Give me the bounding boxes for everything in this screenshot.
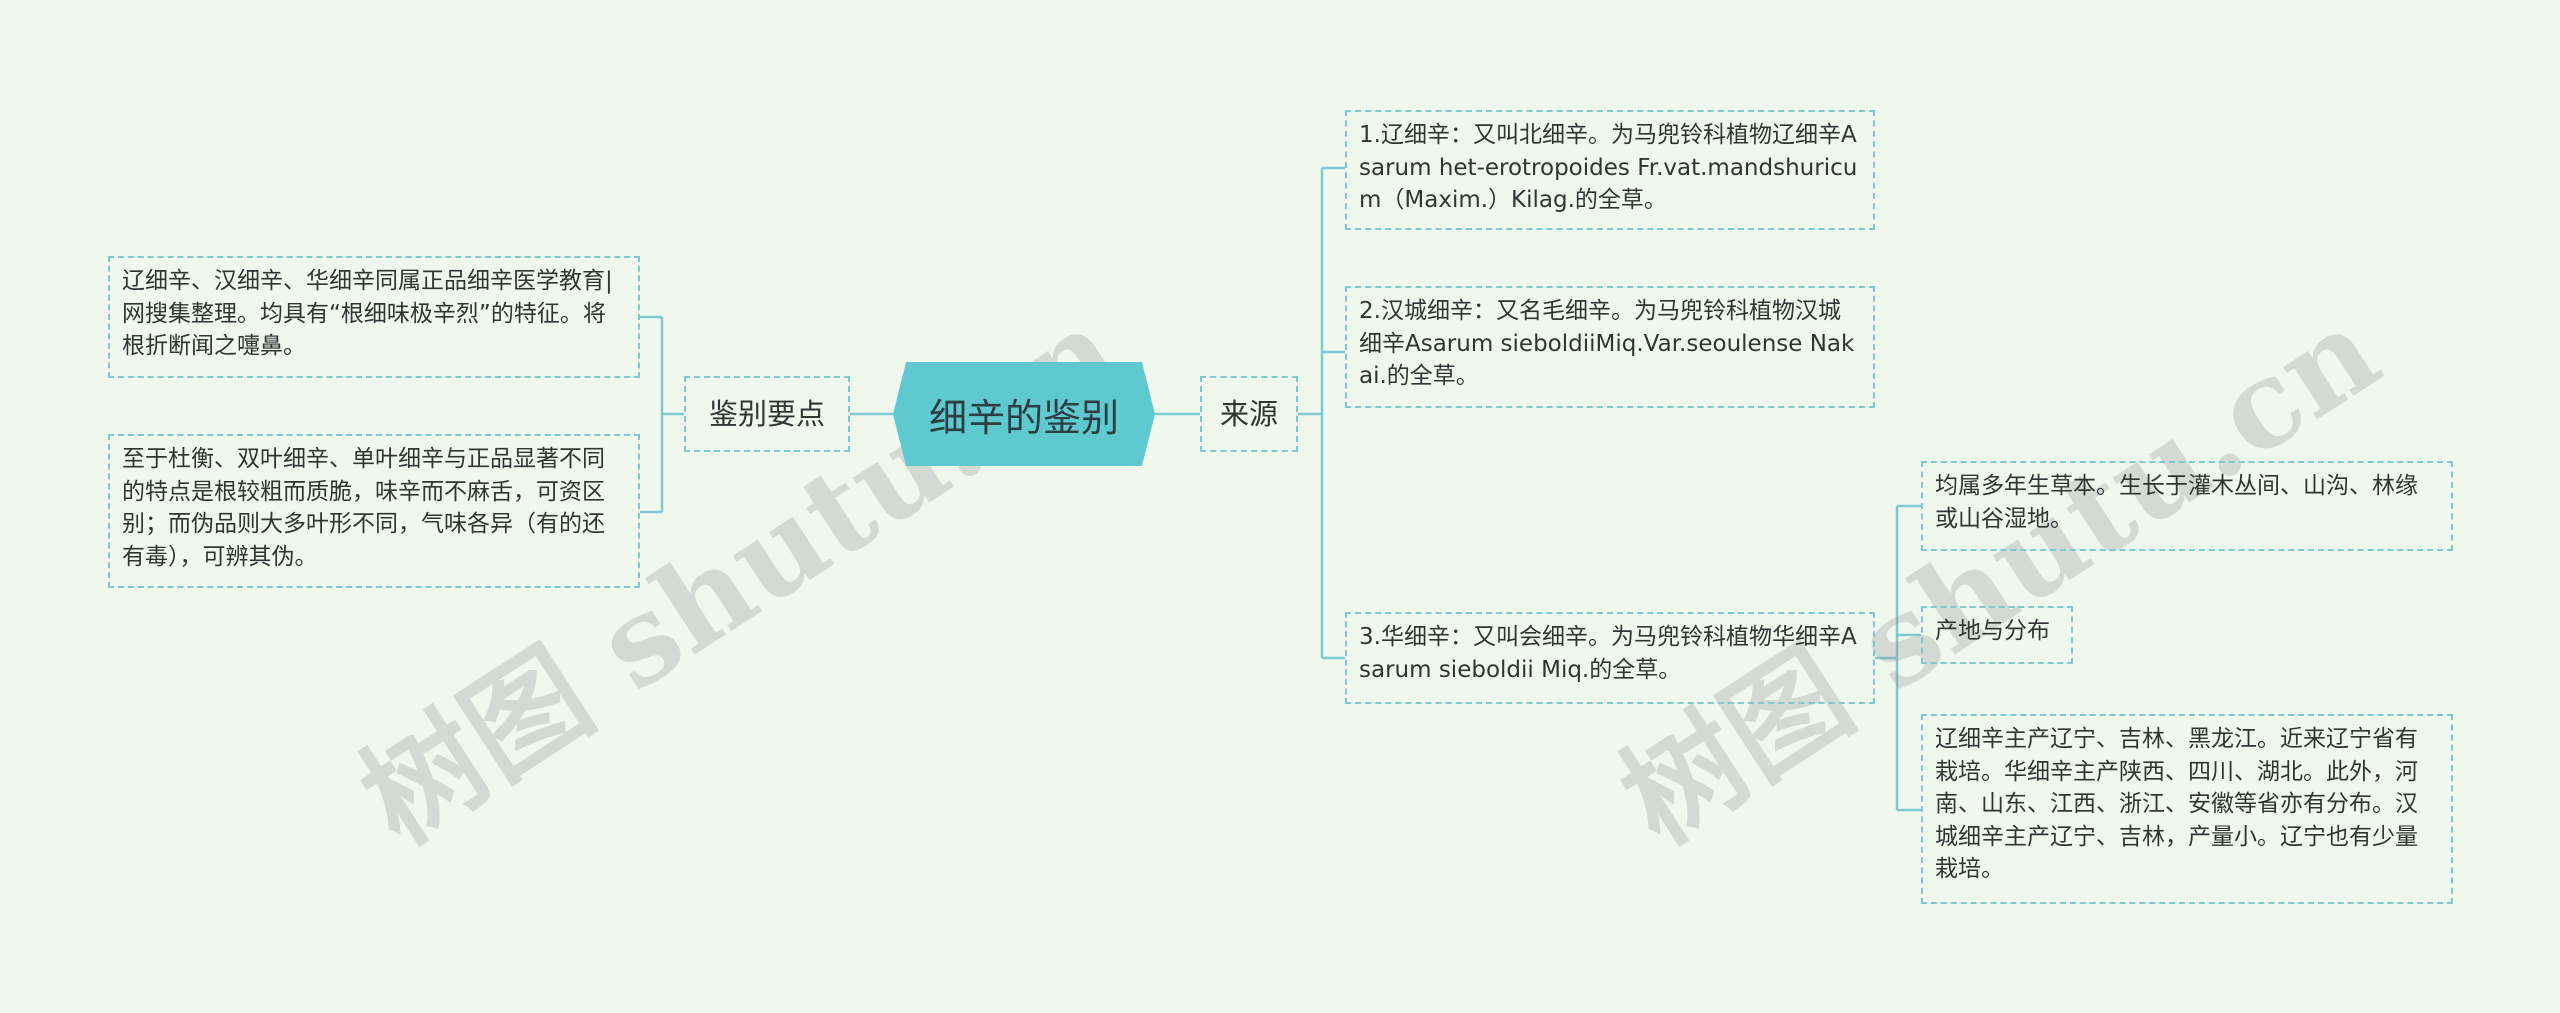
left-note-2[interactable]: 至于杜衡、双叶细辛、单叶细辛与正品显著不同的特点是根较粗而质脆，味辛而不麻舌，可… xyxy=(108,434,640,588)
link-left-bracket xyxy=(640,315,684,514)
source-item-3[interactable]: 3.华细辛：又叫会细辛。为马兜铃科植物华细辛Asarum sieboldii M… xyxy=(1345,612,1875,704)
topic-identification-points-label: 鉴别要点 xyxy=(708,397,825,431)
source-item-2[interactable]: 2.汉城细辛：又名毛细辛。为马兜铃科植物汉城细辛Asarum sieboldii… xyxy=(1345,286,1875,408)
distribution-note[interactable]: 辽细辛主产辽宁、吉林、黑龙江。近来辽宁省有栽培。华细辛主产陕西、四川、湖北。此外… xyxy=(1921,714,2453,904)
topic-source-label: 来源 xyxy=(1219,397,1278,431)
left-note-1[interactable]: 辽细辛、汉细辛、华细辛同属正品细辛医学教育|网搜集整理。均具有“根细味极辛烈”的… xyxy=(108,256,640,378)
link-right-bracket xyxy=(1298,166,1345,660)
distribution-label[interactable]: 产地与分布 xyxy=(1921,606,2073,664)
source-item-1[interactable]: 1.辽细辛：又叫北细辛。为马兜铃科植物辽细辛Asarum het-erotrop… xyxy=(1345,110,1875,230)
habitat-note[interactable]: 均属多年生草本。生长于灌木丛间、山沟、林缘或山谷湿地。 xyxy=(1921,461,2453,551)
link-sub-bracket xyxy=(1875,504,1921,812)
root-title: 细辛的鉴别 xyxy=(928,395,1119,440)
root-topic[interactable]: 细辛的鉴别 xyxy=(893,362,1155,466)
topic-identification-points[interactable]: 鉴别要点 xyxy=(684,376,850,452)
topic-source[interactable]: 来源 xyxy=(1200,376,1298,452)
